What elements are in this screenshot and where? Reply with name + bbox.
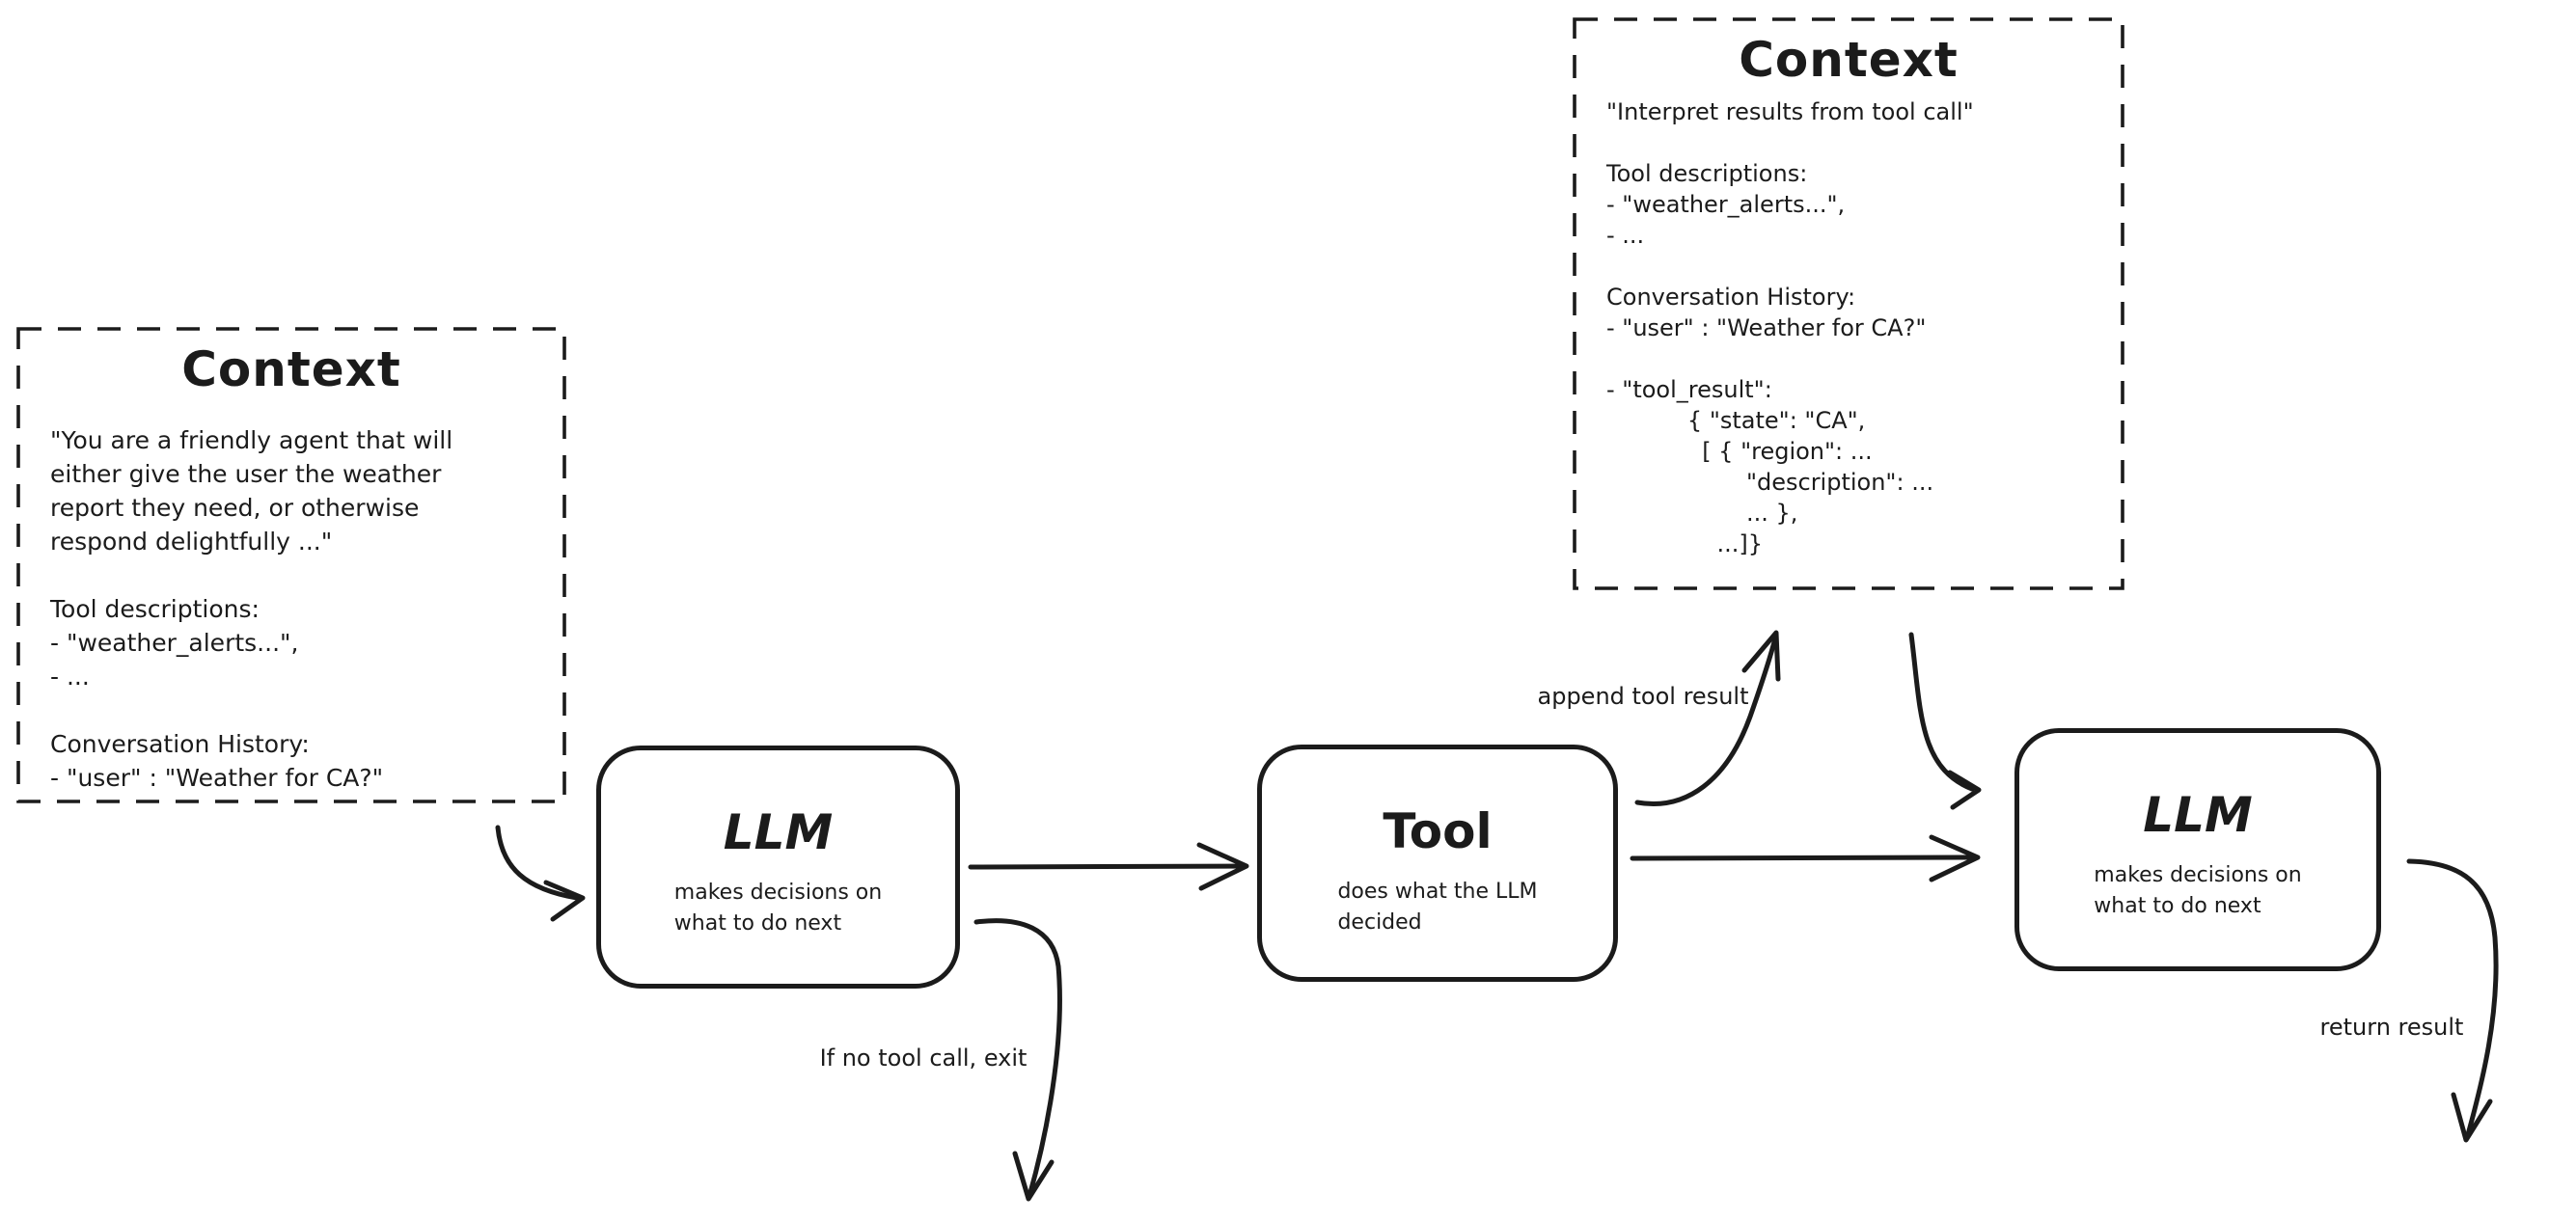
context-left-title: Context: [181, 341, 401, 397]
node-llm-2: LLM makes decisions on what to do next: [2014, 728, 2381, 971]
edge-label-if-no-tool-call-exit: If no tool call, exit: [819, 1045, 1028, 1072]
node-llm-1-title: LLM: [723, 804, 834, 860]
arrow-llm1-exit: [973, 918, 1062, 1202]
edge-label-append-tool-result: append tool result: [1537, 683, 1749, 710]
node-tool-title: Tool: [1383, 803, 1493, 859]
context-right-title: Context: [1739, 32, 1959, 88]
edge-label-return-result: return result: [2319, 1014, 2464, 1041]
context-right-body: "Interpret results from tool call" Tool …: [1606, 98, 1974, 557]
node-llm-2-title: LLM: [2143, 787, 2253, 843]
context-right-border: [1573, 17, 2124, 590]
arrow-tool-to-context-right: [1634, 630, 1781, 806]
node-llm-1-subtitle: makes decisions on what to do next: [673, 881, 883, 936]
context-left-border: [16, 327, 566, 803]
arrow-tool-to-llm2: [1630, 834, 1981, 882]
node-tool-subtitle: does what the LLM decided: [1337, 880, 1538, 935]
context-box-left: Context "You are a friendly agent that w…: [18, 329, 564, 801]
arrow-context-right-to-llm2: [1908, 632, 1982, 810]
node-llm-2-subtitle: makes decisions on what to do next: [2094, 863, 2302, 918]
context-box-right: Context "Interpret results from tool cal…: [1575, 19, 2123, 588]
arrow-llm1-to-tool: [968, 842, 1249, 891]
context-left-body: "You are a friendly agent that will eith…: [50, 426, 453, 792]
node-llm-1: LLM makes decisions on what to do next: [596, 746, 960, 989]
arrow-context-left-to-llm1: [495, 825, 586, 922]
node-tool: Tool does what the LLM decided: [1257, 745, 1618, 982]
arrow-llm2-return: [2406, 858, 2499, 1143]
